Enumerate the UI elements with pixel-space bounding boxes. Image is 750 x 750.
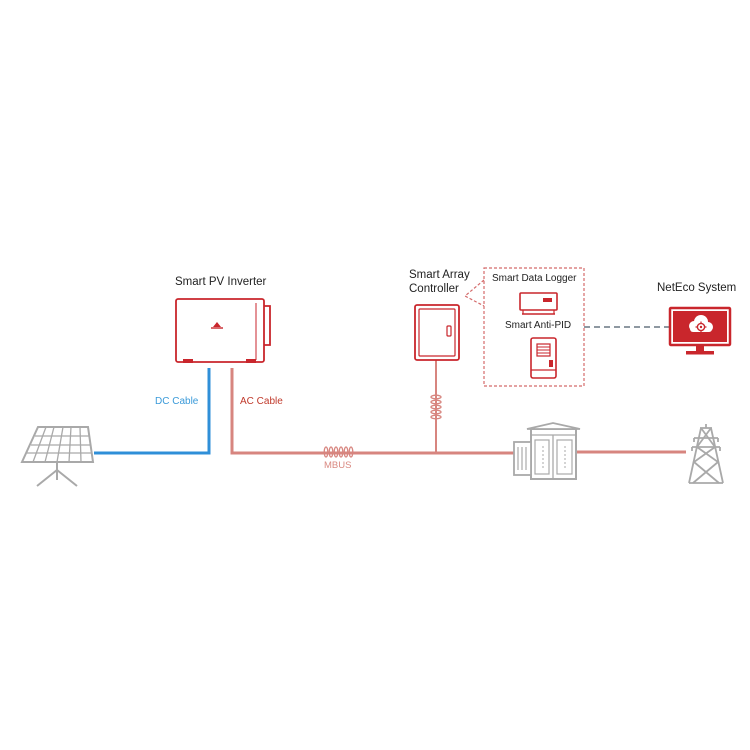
neteco-label: NetEco System <box>657 282 737 294</box>
array-controller-label-line1: Smart Array <box>409 269 470 281</box>
anti-pid-label: Smart Anti-PID <box>505 320 572 331</box>
inverter-icon <box>175 298 271 363</box>
cabinet-icon <box>414 304 460 361</box>
transformer-icon <box>513 422 581 480</box>
inverter-label: Smart PV Inverter <box>175 276 267 288</box>
power-tower-icon <box>688 424 724 484</box>
anti-pid-icon <box>530 337 557 379</box>
mbus-coil <box>323 446 354 458</box>
data-logger-icon <box>519 292 558 315</box>
callout-connector <box>463 279 485 307</box>
sub-devices-dashed-box <box>483 267 585 387</box>
dc-cable-line <box>94 368 211 455</box>
solar-panel-icon <box>20 426 95 487</box>
ac-cable-line <box>230 360 686 455</box>
array-controller-label-line2: Controller <box>409 283 459 295</box>
controller-coil <box>430 394 442 420</box>
dc-cable-label: DC Cable <box>155 396 199 407</box>
monitor-cloud-icon <box>668 306 732 355</box>
ac-cable-label: AC Cable <box>240 396 283 407</box>
mbus-label: MBUS <box>324 460 352 471</box>
data-logger-label: Smart Data Logger <box>492 273 577 284</box>
